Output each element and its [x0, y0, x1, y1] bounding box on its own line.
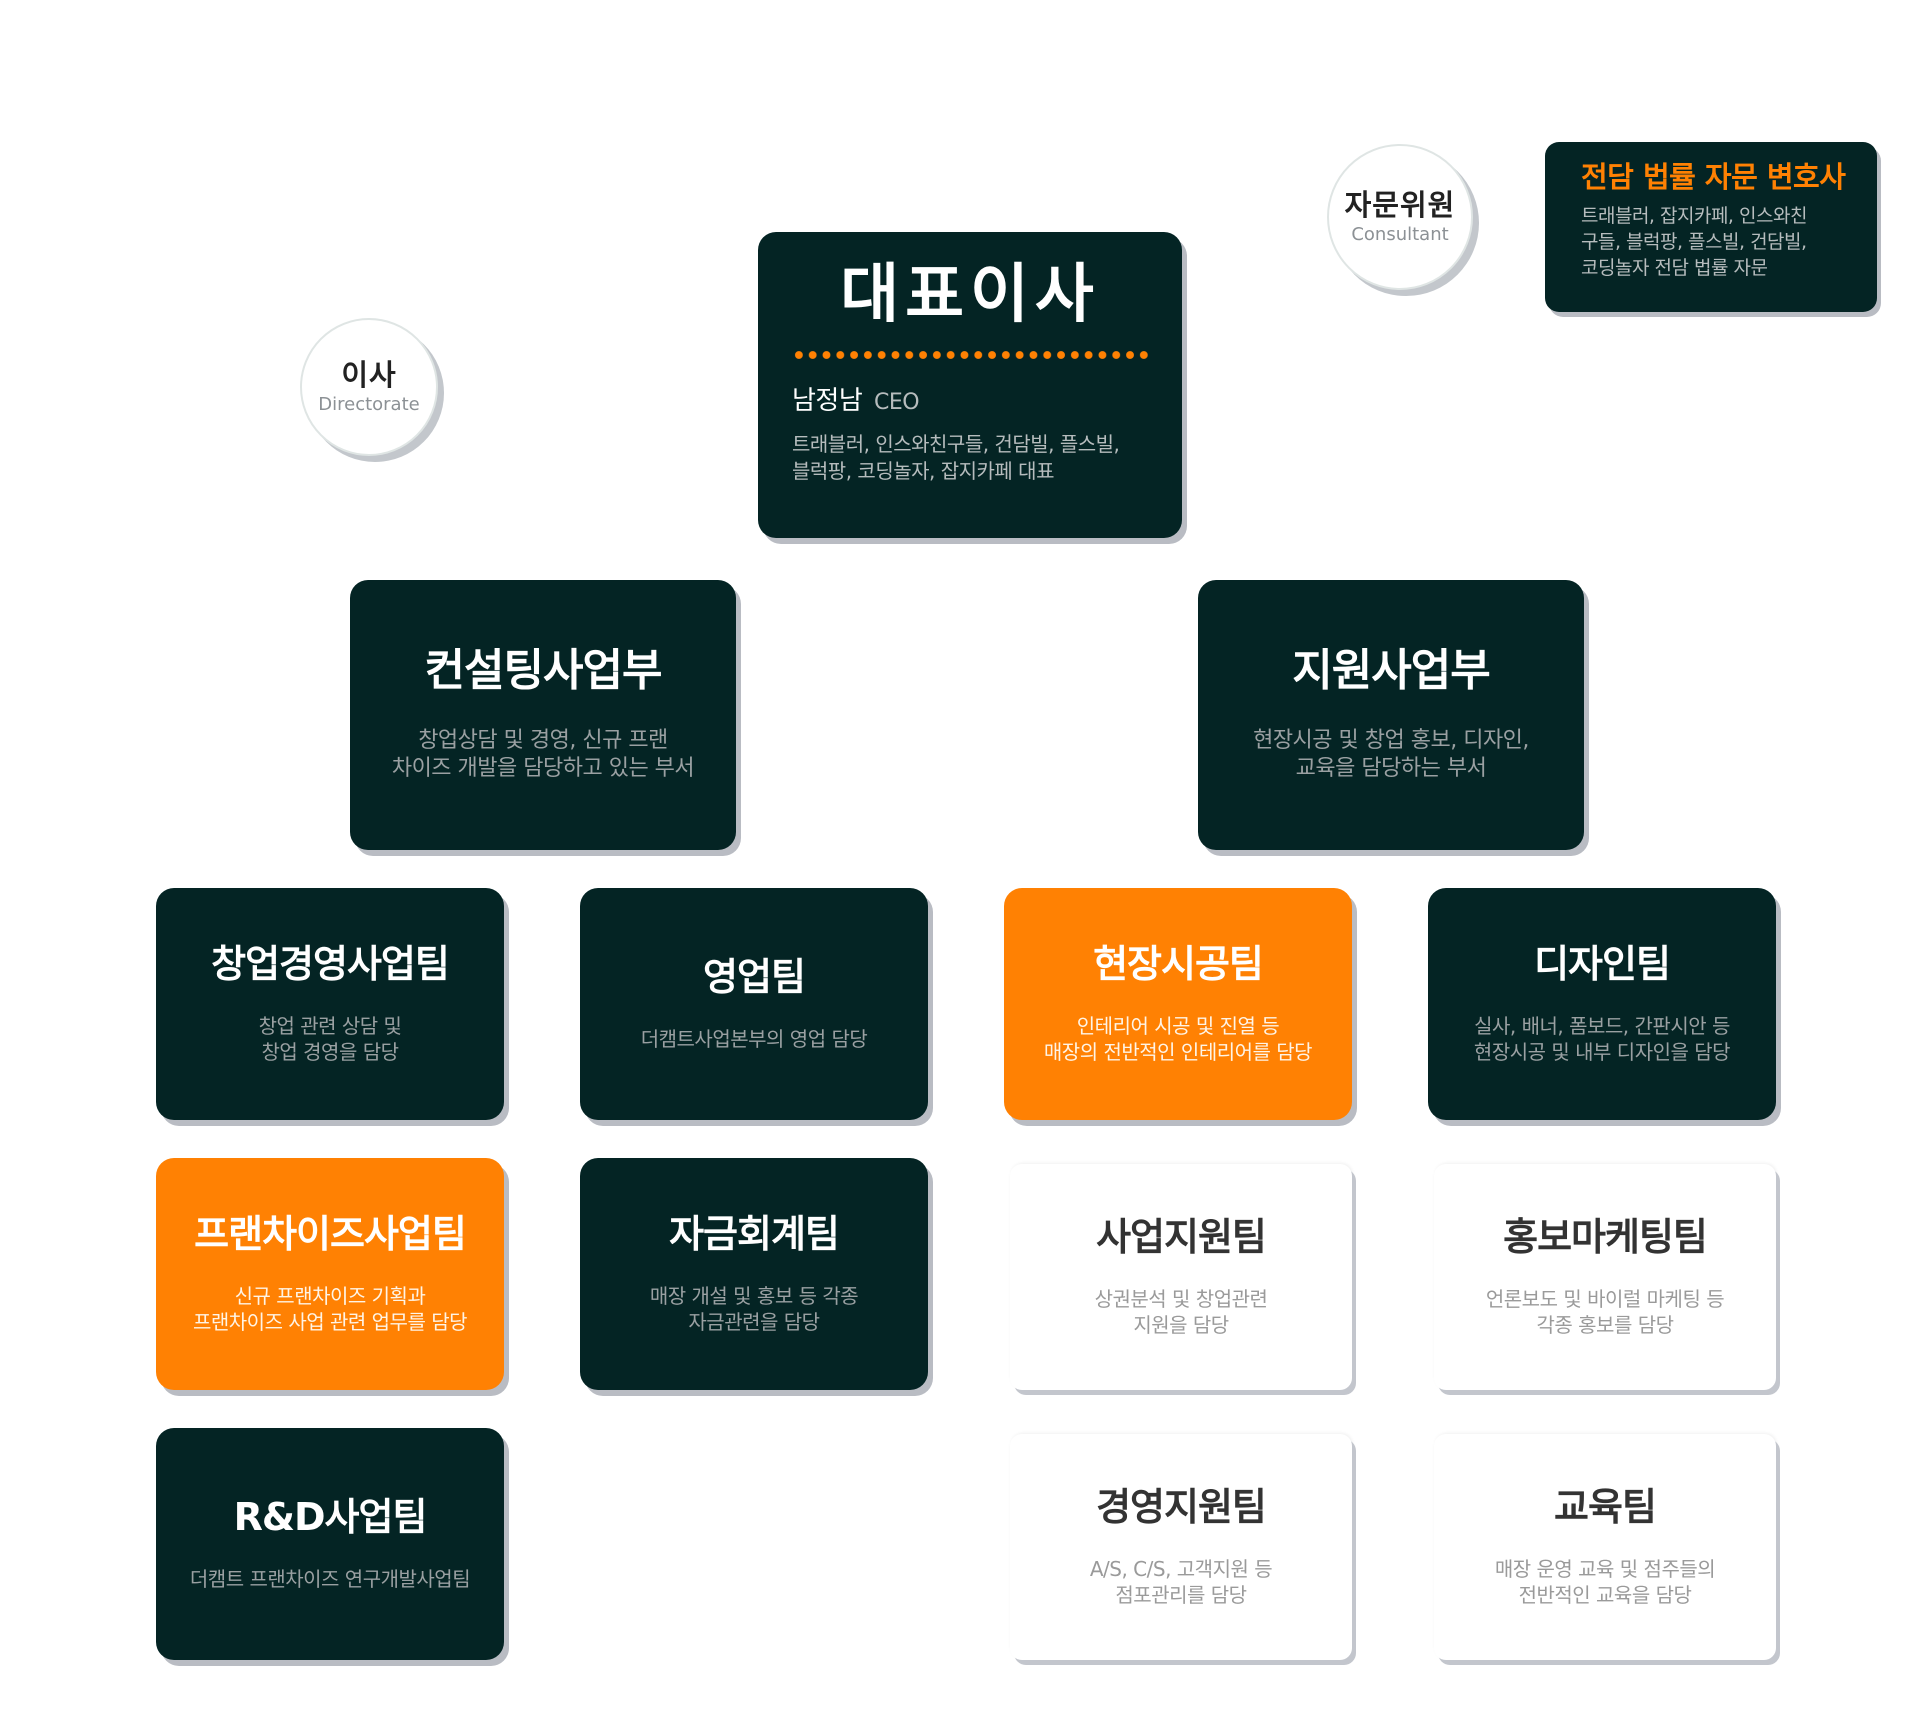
- team-desc-line: 더캠트사업본부의 영업 담당: [640, 1026, 868, 1051]
- team-desc-line: 각종 홍보를 담당: [1536, 1312, 1674, 1337]
- directorate-title: 이사: [341, 357, 397, 392]
- team-desc: 매장 운영 교육 및 점주들의 전반적인 교육을 담당: [1494, 1556, 1716, 1608]
- ceo-role: CEO: [874, 390, 920, 416]
- legal-desc-line: 코딩놀자 전담 법률 자문: [1581, 257, 1768, 280]
- team-desc-line: A/S, C/S, 고객지원 등: [1089, 1556, 1273, 1581]
- ceo-name-line: 남정남 CEO: [792, 380, 1148, 417]
- division-desc-line: 차이즈 개발을 담당하고 있는 부서: [391, 756, 695, 782]
- consultant-subtitle: Consultant: [1351, 224, 1449, 246]
- team-sales: 영업팀 더캠트사업본부의 영업 담당: [580, 888, 928, 1120]
- consultant-title: 자문위원: [1344, 187, 1456, 222]
- team-desc-line: 신규 프랜차이즈 기획과: [234, 1283, 426, 1308]
- team-desc-line: 매장의 전반적인 인테리어를 담당: [1043, 1039, 1313, 1064]
- ceo-name: 남정남: [792, 386, 863, 417]
- team-desc-line: 자금관련을 담당: [688, 1309, 820, 1334]
- team-title: 자금회계팀: [669, 1212, 840, 1257]
- team-desc: 언론보도 및 바이럴 마케팅 등 각종 홍보를 담당: [1485, 1286, 1725, 1338]
- division-desc: 현장시공 및 창업 홍보, 디자인, 교육을 담당하는 부서: [1253, 727, 1529, 784]
- team-desc-line: 매장 개설 및 홍보 등 각종: [649, 1283, 859, 1308]
- team-desc-line: 점포관리를 담당: [1115, 1582, 1247, 1607]
- team-title: 사업지원팀: [1096, 1215, 1267, 1260]
- division-title: 지원사업부: [1292, 645, 1490, 697]
- legal-desc-line: 구들, 블럭팡, 플스빌, 건담빌,: [1581, 231, 1807, 254]
- legal-advisor-box: 전담 법률 자문 변호사 트래블러, 잡지카페, 인스와친 구들, 블럭팡, 플…: [1545, 142, 1877, 312]
- team-desc-line: 언론보도 및 바이럴 마케팅 등: [1485, 1286, 1725, 1311]
- team-field-construction: 현장시공팀 인테리어 시공 및 진열 등 매장의 전반적인 인테리어를 담당: [1004, 888, 1352, 1120]
- team-desc-line: 프랜차이즈 사업 관련 업무를 담당: [192, 1309, 468, 1334]
- ceo-desc: 트래블러, 인스와친구들, 건담빌, 플스빌, 블럭팡, 코딩놀자, 잡지카페 …: [792, 431, 1148, 485]
- team-rnd: R&D사업팀 더캠트 프랜차이즈 연구개발사업팀: [156, 1428, 504, 1660]
- team-desc: 매장 개설 및 홍보 등 각종 자금관련을 담당: [649, 1283, 859, 1335]
- team-title: R&D사업팀: [233, 1495, 428, 1540]
- team-title: 창업경영사업팀: [211, 942, 450, 987]
- team-pr-marketing: 홍보마케팅팀 언론보도 및 바이럴 마케팅 등 각종 홍보를 담당: [1434, 1164, 1776, 1390]
- division-support: 지원사업부 현장시공 및 창업 홍보, 디자인, 교육을 담당하는 부서: [1198, 580, 1584, 850]
- division-desc-line: 현장시공 및 창업 홍보, 디자인,: [1253, 727, 1529, 753]
- team-startup-management: 창업경영사업팀 창업 관련 상담 및 창업 경영을 담당: [156, 888, 504, 1120]
- ceo-box: 대표이사 남정남 CEO 트래블러, 인스와친구들, 건담빌, 플스빌, 블럭팡…: [758, 232, 1182, 538]
- legal-desc-line: 트래블러, 잡지카페, 인스와친: [1581, 204, 1807, 227]
- team-desc: 더캠트사업본부의 영업 담당: [641, 1026, 868, 1052]
- team-design: 디자인팀 실사, 배너, 폼보드, 간판시안 등 현장시공 및 내부 디자인을 …: [1428, 888, 1776, 1120]
- team-desc-line: 더캠트 프랜차이즈 연구개발사업팀: [189, 1566, 471, 1591]
- team-title: 영업팀: [703, 955, 806, 1000]
- ceo-dotted-divider: [792, 350, 1148, 361]
- division-desc-line: 창업상담 및 경영, 신규 프랜: [418, 727, 668, 753]
- team-franchise: 프랜차이즈사업팀 신규 프랜차이즈 기획과 프랜차이즈 사업 관련 업무를 담당: [156, 1158, 504, 1390]
- ceo-title: 대표이사: [840, 258, 1100, 332]
- team-title: 디자인팀: [1534, 942, 1671, 987]
- team-desc-line: 창업 경영을 담당: [261, 1039, 399, 1064]
- team-desc-line: 지원을 담당: [1133, 1312, 1229, 1337]
- directorate-circle: 이사 Directorate: [300, 318, 438, 456]
- team-desc: A/S, C/S, 고객지원 등 점포관리를 담당: [1089, 1556, 1273, 1608]
- team-desc-line: 전반적인 교육을 담당: [1518, 1582, 1692, 1607]
- ceo-desc-line: 트래블러, 인스와친구들, 건담빌, 플스빌,: [792, 432, 1120, 457]
- team-finance-accounting: 자금회계팀 매장 개설 및 홍보 등 각종 자금관련을 담당: [580, 1158, 928, 1390]
- team-desc-line: 매장 운영 교육 및 점주들의: [1494, 1556, 1716, 1581]
- team-desc: 더캠트 프랜차이즈 연구개발사업팀: [189, 1566, 471, 1592]
- team-desc-line: 창업 관련 상담 및: [258, 1013, 402, 1038]
- team-desc: 창업 관련 상담 및 창업 경영을 담당: [259, 1013, 402, 1065]
- team-title: 교육팀: [1554, 1485, 1657, 1530]
- ceo-desc-line: 블럭팡, 코딩놀자, 잡지카페 대표: [792, 459, 1055, 484]
- team-desc: 인테리어 시공 및 진열 등 매장의 전반적인 인테리어를 담당: [1043, 1013, 1313, 1065]
- division-consulting: 컨설팅사업부 창업상담 및 경영, 신규 프랜 차이즈 개발을 담당하고 있는 …: [350, 580, 736, 850]
- team-desc-line: 상권분석 및 창업관련: [1094, 1286, 1268, 1311]
- team-title: 현장시공팀: [1093, 942, 1264, 987]
- division-desc-line: 교육을 담당하는 부서: [1295, 756, 1487, 782]
- consultant-circle: 자문위원 Consultant: [1327, 144, 1473, 290]
- team-education: 교육팀 매장 운영 교육 및 점주들의 전반적인 교육을 담당: [1434, 1434, 1776, 1660]
- team-desc-line: 실사, 배너, 폼보드, 간판시안 등: [1474, 1013, 1730, 1038]
- team-business-support: 사업지원팀 상권분석 및 창업관련 지원을 담당: [1010, 1164, 1352, 1390]
- directorate-subtitle: Directorate: [318, 394, 420, 416]
- division-desc: 창업상담 및 경영, 신규 프랜 차이즈 개발을 담당하고 있는 부서: [391, 727, 695, 784]
- team-title: 프랜차이즈사업팀: [194, 1212, 467, 1257]
- team-title: 경영지원팀: [1096, 1485, 1267, 1530]
- team-title: 홍보마케팅팀: [1503, 1215, 1708, 1260]
- team-desc: 실사, 배너, 폼보드, 간판시안 등 현장시공 및 내부 디자인을 담당: [1473, 1013, 1731, 1065]
- legal-advisor-title: 전담 법률 자문 변호사: [1581, 160, 1846, 194]
- team-management-support: 경영지원팀 A/S, C/S, 고객지원 등 점포관리를 담당: [1010, 1434, 1352, 1660]
- team-desc: 상권분석 및 창업관련 지원을 담당: [1095, 1286, 1268, 1338]
- legal-advisor-desc: 트래블러, 잡지카페, 인스와친 구들, 블럭팡, 플스빌, 건담빌, 코딩놀자…: [1581, 203, 1857, 282]
- team-desc-line: 현장시공 및 내부 디자인을 담당: [1473, 1039, 1731, 1064]
- team-desc: 신규 프랜차이즈 기획과 프랜차이즈 사업 관련 업무를 담당: [192, 1283, 468, 1335]
- division-title: 컨설팅사업부: [424, 645, 663, 697]
- team-desc-line: 인테리어 시공 및 진열 등: [1076, 1013, 1280, 1038]
